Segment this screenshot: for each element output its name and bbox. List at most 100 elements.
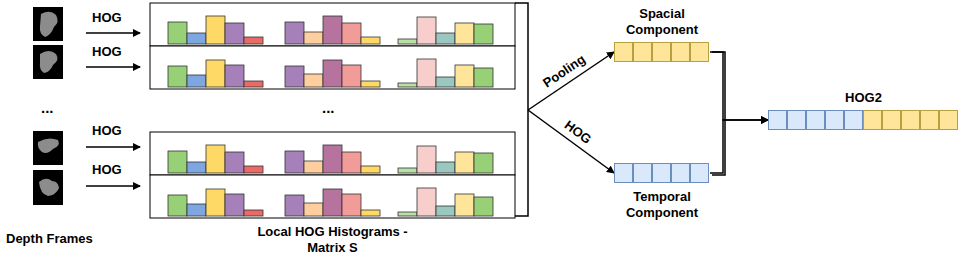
histogram-row bbox=[150, 132, 515, 175]
histogram-bar bbox=[285, 22, 304, 44]
connector bbox=[710, 52, 768, 120]
histogram-bar bbox=[342, 65, 361, 87]
histogram-bar bbox=[225, 194, 244, 216]
vector-cell bbox=[671, 163, 690, 183]
depth-frames bbox=[33, 7, 63, 205]
histogram-bar bbox=[342, 152, 361, 173]
histogram-bar bbox=[304, 203, 323, 216]
vector-cell bbox=[806, 110, 825, 130]
transform-label: HOG bbox=[92, 10, 122, 26]
spatial-component: Spacial Component bbox=[614, 6, 710, 62]
histogram-bar bbox=[361, 37, 380, 44]
node-label: Local HOG Histograms - Matrix S bbox=[150, 224, 515, 256]
histogram-bar bbox=[323, 189, 342, 216]
histogram-bar bbox=[417, 17, 436, 44]
vector-cell bbox=[901, 110, 920, 130]
vector-cell bbox=[882, 110, 901, 130]
histogram-bar bbox=[244, 166, 263, 173]
histogram-bar bbox=[304, 32, 323, 44]
vector-cell bbox=[690, 42, 709, 62]
histogram-bar bbox=[285, 66, 304, 87]
node-label: Spacial Component bbox=[614, 6, 710, 38]
axis-caption: Depth Frames bbox=[6, 231, 93, 247]
vector-cell bbox=[652, 42, 671, 62]
vector-cell bbox=[614, 42, 633, 62]
histogram-bar bbox=[361, 210, 380, 216]
histogram-bar bbox=[168, 195, 187, 216]
node-label: HOG2 bbox=[768, 90, 959, 106]
histogram-bar bbox=[455, 65, 474, 87]
feature-vector bbox=[614, 42, 710, 62]
edge-label: HOG bbox=[560, 116, 596, 148]
vector-cell bbox=[690, 163, 709, 183]
histogram-bar bbox=[361, 81, 380, 87]
transform-label: HOG bbox=[92, 162, 122, 178]
feature-vector bbox=[768, 110, 959, 130]
connector bbox=[710, 120, 768, 173]
histogram-bar bbox=[244, 81, 263, 87]
node-label: Temporal Component bbox=[614, 189, 710, 221]
histogram-bar bbox=[398, 168, 417, 173]
hog-arrows bbox=[86, 33, 140, 186]
histograms bbox=[150, 3, 515, 218]
histogram-bar bbox=[361, 166, 380, 173]
histogram-bar bbox=[168, 151, 187, 173]
histogram-bar bbox=[168, 22, 187, 44]
vector-cell bbox=[633, 42, 652, 62]
histogram-bar bbox=[455, 23, 474, 44]
vector-cell bbox=[844, 110, 863, 130]
histogram-bar bbox=[474, 24, 493, 44]
histogram-bar bbox=[417, 59, 436, 87]
vector-cell bbox=[652, 163, 671, 183]
histogram-bar bbox=[285, 195, 304, 216]
histogram-row bbox=[150, 175, 515, 218]
histogram-bar bbox=[244, 37, 263, 44]
matrix-s: Local HOG Histograms - Matrix S bbox=[150, 2, 528, 258]
histogram-bar bbox=[244, 210, 263, 216]
histogram-row bbox=[150, 46, 515, 89]
ellipsis: ... bbox=[41, 100, 54, 116]
histogram-bar bbox=[304, 161, 323, 173]
histogram-bar bbox=[436, 77, 455, 87]
histogram-bar bbox=[474, 153, 493, 173]
histogram-bar bbox=[436, 33, 455, 44]
histogram-bar bbox=[455, 152, 474, 173]
histogram-bar bbox=[187, 204, 206, 216]
histogram-bar bbox=[417, 188, 436, 216]
histogram-bar bbox=[417, 146, 436, 173]
histogram-bar bbox=[323, 16, 342, 44]
histogram-bar bbox=[455, 194, 474, 216]
vector-cell bbox=[614, 163, 633, 183]
histogram-bar bbox=[436, 162, 455, 173]
histogram-bar bbox=[285, 151, 304, 173]
vector-cell bbox=[633, 163, 652, 183]
hog2-vector: HOG2 bbox=[768, 90, 959, 130]
histogram-bar bbox=[206, 16, 225, 44]
feature-vector bbox=[614, 163, 710, 183]
vector-cell bbox=[863, 110, 882, 130]
histogram-bar bbox=[398, 83, 417, 87]
histogram-bar bbox=[225, 23, 244, 44]
histogram-bar bbox=[323, 145, 342, 173]
bracket bbox=[515, 3, 528, 216]
histogram-bar bbox=[323, 60, 342, 87]
histogram-bar bbox=[206, 189, 225, 216]
vector-cell bbox=[768, 110, 787, 130]
vector-cell bbox=[939, 110, 958, 130]
vector-cell bbox=[825, 110, 844, 130]
histogram-bar bbox=[342, 194, 361, 216]
ellipsis: ... bbox=[322, 100, 335, 116]
histogram-bar bbox=[474, 68, 493, 87]
connector bbox=[528, 110, 614, 173]
histogram-bar bbox=[436, 206, 455, 216]
histogram-row bbox=[150, 3, 515, 46]
histogram-bar bbox=[342, 23, 361, 44]
histogram-bar bbox=[206, 60, 225, 87]
temporal-component: Temporal Component bbox=[614, 163, 710, 221]
histogram-bar bbox=[398, 212, 417, 216]
transform-label: HOG bbox=[92, 123, 122, 139]
histogram-bar bbox=[474, 197, 493, 216]
histogram-bar bbox=[187, 162, 206, 173]
